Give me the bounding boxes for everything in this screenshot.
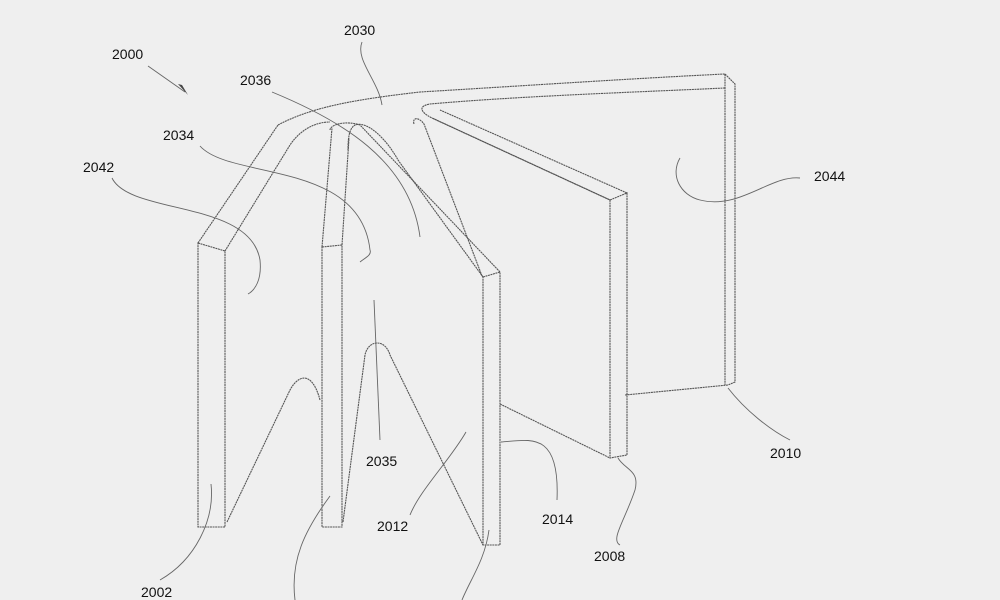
top-hinge-surface [277, 73, 726, 126]
label-2000: 2000 [112, 46, 143, 62]
label-2034: 2034 [163, 127, 194, 143]
label-2010: 2010 [770, 445, 801, 461]
panel-2012 [321, 127, 350, 528]
leader-2012 [409, 431, 467, 516]
label-2014: 2014 [542, 511, 573, 527]
label-2008: 2008 [594, 548, 625, 564]
leader-2035 [373, 299, 381, 441]
label-2044: 2044 [814, 168, 845, 184]
label-2002: 2002 [141, 584, 172, 600]
panel-2014-band [347, 123, 484, 278]
label-2035: 2035 [366, 453, 397, 469]
arrowhead-icon [178, 84, 188, 95]
label-2012: 2012 [377, 518, 408, 534]
strap-left [226, 377, 321, 523]
leader-2042 [111, 177, 261, 295]
reference-labels: 2000 2030 2036 2034 2042 2044 2010 2008 … [83, 22, 845, 600]
leader-bottom-left [293, 495, 331, 600]
label-2036: 2036 [240, 72, 271, 88]
leader-2034 [199, 145, 371, 263]
leader-2036 [271, 91, 421, 238]
label-2030: 2030 [344, 22, 375, 38]
panel-2044 [624, 73, 736, 396]
panel-2002 [197, 121, 331, 528]
label-2042: 2042 [83, 159, 114, 175]
leader-2044 [675, 157, 801, 203]
arrow-2000 [147, 65, 186, 93]
leader-2002 [159, 483, 212, 581]
panel-2008 [431, 109, 628, 459]
device-outline [197, 73, 736, 546]
leader-2010 [727, 387, 791, 441]
panel-2014 [329, 122, 501, 546]
fold-2030 [421, 87, 726, 201]
strap-right [499, 403, 611, 459]
leader-lines [111, 41, 801, 600]
leader-bottom-right [461, 529, 490, 600]
leader-2014 [500, 439, 558, 501]
leader-2030 [360, 41, 383, 106]
fold-inner-line [413, 118, 483, 277]
strap-middle [342, 342, 484, 546]
leader-2008 [616, 457, 637, 546]
